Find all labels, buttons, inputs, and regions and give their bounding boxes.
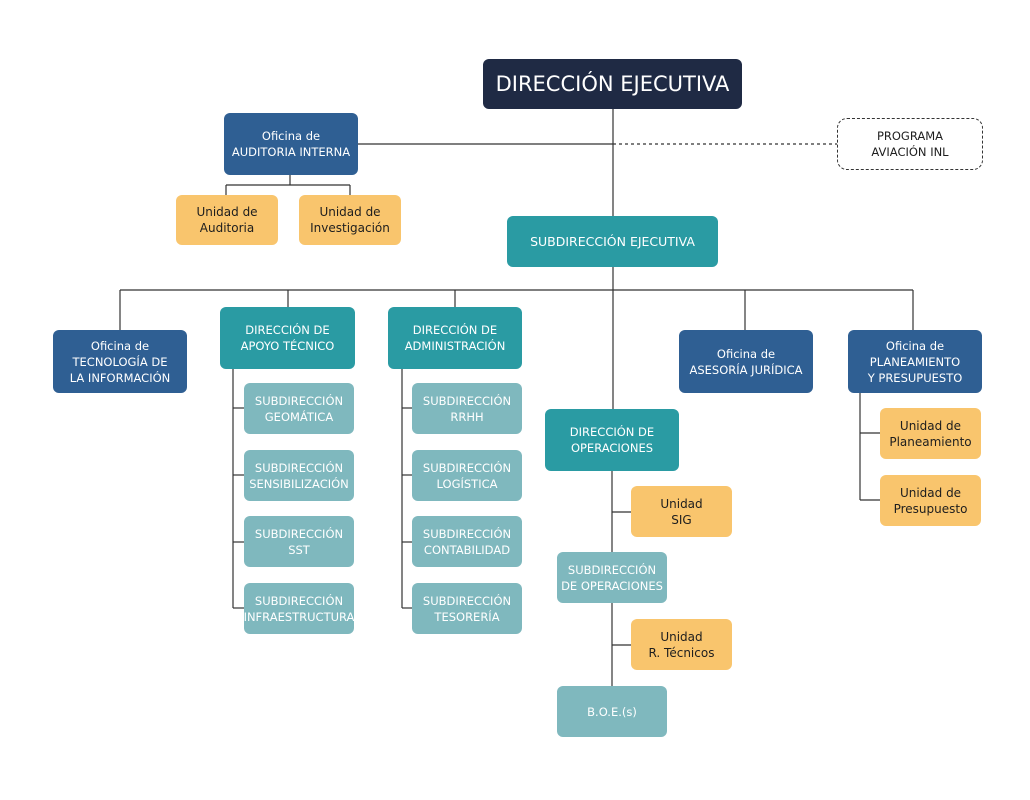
sub-geomatica-box: SUBDIRECCIÓN GEOMÁTICA [244, 383, 354, 434]
unidad-tecnicos-box: Unidad R. Técnicos [631, 619, 732, 670]
sub-infraestructura-box: SUBDIRECCIÓN INFRAESTRUCTURA [244, 583, 354, 634]
asesoria-juridica-box: Oficina de ASESORÍA JURÍDICA [679, 330, 813, 393]
direccion-ejecutiva-box: DIRECCIÓN EJECUTIVA [483, 59, 742, 109]
unidad-auditoria-box: Unidad de Auditoria [176, 195, 278, 245]
administracion-box: DIRECCIÓN DE ADMINISTRACIÓN [388, 307, 522, 369]
unidad-investigacion-box: Unidad de Investigación [299, 195, 401, 245]
sub-operaciones-box: SUBDIRECCIÓN DE OPERACIONES [557, 552, 667, 603]
unidad-planeamiento-box: Unidad de Planeamiento [880, 408, 981, 459]
sub-sst-box: SUBDIRECCIÓN SST [244, 516, 354, 567]
direccion-operaciones-box: DIRECCIÓN DE OPERACIONES [545, 409, 679, 471]
sub-contabilidad-box: SUBDIRECCIÓN CONTABILIDAD [412, 516, 522, 567]
boes-box: B.O.E.(s) [557, 686, 667, 737]
sub-tesoreria-box: SUBDIRECCIÓN TESORERÍA [412, 583, 522, 634]
tecnologia-informacion-box: Oficina de TECNOLOGÍA DE LA INFORMACIÓN [53, 330, 187, 393]
sub-rrhh-box: SUBDIRECCIÓN RRHH [412, 383, 522, 434]
subdireccion-ejecutiva-box: SUBDIRECCIÓN EJECUTIVA [507, 216, 718, 267]
unidad-presupuesto-box: Unidad de Presupuesto [880, 475, 981, 526]
apoyo-tecnico-box: DIRECCIÓN DE APOYO TÉCNICO [220, 307, 355, 369]
unidad-sig-box: Unidad SIG [631, 486, 732, 537]
sub-sensibilizacion-box: SUBDIRECCIÓN SENSIBILIZACIÓN [244, 450, 354, 501]
sub-logistica-box: SUBDIRECCIÓN LOGÍSTICA [412, 450, 522, 501]
programa-aviacion-box: PROGRAMA AVIACIÓN INL [837, 118, 983, 170]
planeamiento-presupuesto-box: Oficina de PLANEAMIENTO Y PRESUPUESTO [848, 330, 982, 393]
auditoria-interna-box: Oficina de AUDITORIA INTERNA [224, 113, 358, 175]
